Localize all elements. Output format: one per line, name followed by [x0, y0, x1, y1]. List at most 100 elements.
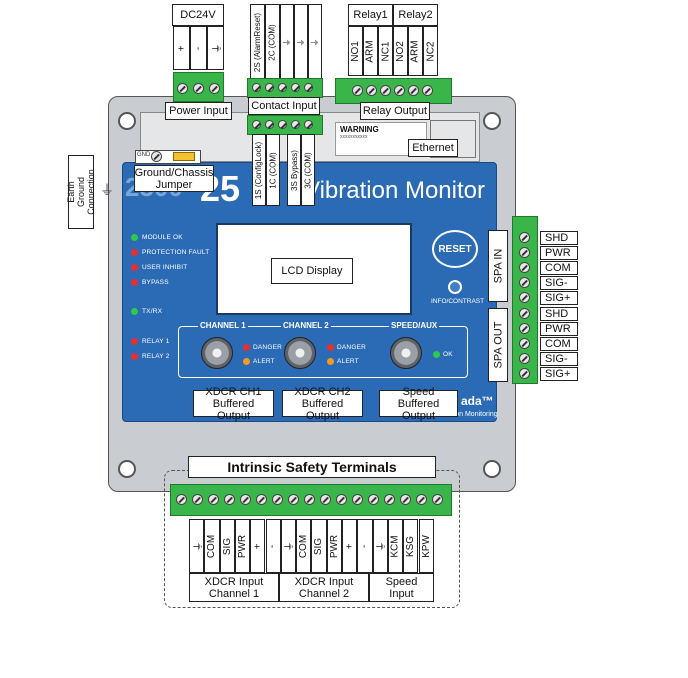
contact-screw-top-5[interactable]: [304, 83, 313, 92]
mount-hole-top-left: [118, 112, 136, 130]
power-screw-1[interactable]: [177, 83, 188, 94]
led-ch2-danger: [327, 344, 334, 351]
intrinsic-terminal-4: PWR: [234, 519, 251, 573]
spa-signal-sigminus-1: SIG-: [540, 276, 578, 290]
warning-title: WARNING: [340, 125, 379, 134]
contact-screw-top-4[interactable]: [291, 83, 300, 92]
intrinsic-screw-6[interactable]: [256, 494, 267, 505]
reset-button[interactable]: RESET: [432, 230, 478, 268]
reset-label: RESET: [438, 243, 472, 255]
intrinsic-terminal-11: +: [342, 519, 358, 573]
intrinsic-screw-15[interactable]: [400, 494, 411, 505]
intrinsic-screw-17[interactable]: [432, 494, 443, 505]
relay-screw-1[interactable]: [352, 85, 363, 96]
relay-terminal-nc2: NC2: [423, 26, 438, 76]
contact-screw-top-3[interactable]: [278, 83, 287, 92]
spa-screw-8[interactable]: [519, 338, 530, 349]
mount-hole-bottom-right: [483, 460, 501, 478]
relay-terminal-arm1: ARM: [363, 26, 378, 76]
intrinsic-screw-11[interactable]: [336, 494, 347, 505]
intrinsic-screw-10[interactable]: [320, 494, 331, 505]
intrinsic-screw-2[interactable]: [192, 494, 203, 505]
intrinsic-screw-9[interactable]: [304, 494, 315, 505]
contact-terminal-gnd-3: ⏚: [308, 4, 322, 80]
relay-output-label: Relay Output: [360, 102, 430, 120]
intrinsic-screw-14[interactable]: [384, 494, 395, 505]
spa-screw-6[interactable]: [519, 308, 530, 319]
intrinsic-screw-12[interactable]: [352, 494, 363, 505]
spa-signal-shd-2: SHD: [540, 307, 578, 321]
contact-terminal-3c: 3C (COM): [301, 134, 315, 206]
relay1-header: Relay1: [348, 4, 393, 26]
intrinsic-screw-3[interactable]: [208, 494, 219, 505]
spa-screw-7[interactable]: [519, 323, 530, 334]
spa-screw-3[interactable]: [519, 262, 530, 273]
buffered-output-ch2: XDCR CH2 Buffered Output: [282, 386, 363, 422]
bnc-connector-speed[interactable]: [390, 337, 422, 369]
info-contrast-label: INFO/CONTRAST: [431, 298, 485, 305]
bnc-connector-ch2[interactable]: [284, 337, 316, 369]
led-label-txrx: TX/RX: [142, 308, 163, 315]
contact-terminal-3s: 3S Bypass): [287, 134, 301, 206]
group-label-channel-2: XDCR Input Channel 2: [279, 573, 369, 602]
intrinsic-screw-4[interactable]: [224, 494, 235, 505]
spa-signal-com-1: COM: [540, 261, 578, 275]
led-txrx: [131, 308, 138, 315]
bnc-connector-ch1[interactable]: [201, 337, 233, 369]
spa-screw-1[interactable]: [519, 232, 530, 243]
intrinsic-terminal-3: SIG: [219, 519, 235, 573]
relay-screw-3[interactable]: [380, 85, 391, 96]
contact-screw-bottom-4[interactable]: [291, 120, 300, 129]
jumper-screw[interactable]: [151, 151, 162, 162]
contact-screw-bottom-1[interactable]: [252, 120, 261, 129]
power-screw-3[interactable]: [209, 83, 220, 94]
intrinsic-screw-8[interactable]: [288, 494, 299, 505]
buffered-output-ch1: XDCR CH1 Buffered Output: [193, 386, 274, 422]
speed-ok-label: OK: [443, 351, 453, 358]
spa-screw-2[interactable]: [519, 247, 530, 258]
ethernet-label: Ethernet: [408, 139, 458, 157]
contact-screw-bottom-2[interactable]: [265, 120, 274, 129]
contact-screw-top-1[interactable]: [252, 83, 261, 92]
intrinsic-screw-1[interactable]: [176, 494, 187, 505]
led-ch1-danger: [243, 344, 250, 351]
group-label-speed: Speed Input: [369, 573, 434, 602]
intrinsic-title: Intrinsic Safety Terminals: [188, 456, 436, 478]
channel-1-title: CHANNEL 1: [198, 321, 248, 330]
ch2-alert-label: ALERT: [337, 358, 359, 365]
intrinsic-terminal-1: ⏚: [189, 519, 205, 573]
spa-screw-5[interactable]: [519, 292, 530, 303]
intrinsic-terminal-2: COM: [204, 519, 220, 573]
brand-text: ada™: [461, 394, 494, 408]
mount-hole-top-right: [483, 112, 501, 130]
relay-terminal-arm2: ARM: [408, 26, 423, 76]
contact-screw-bottom-3[interactable]: [278, 120, 287, 129]
spa-screw-9[interactable]: [519, 353, 530, 364]
info-contrast-button[interactable]: [448, 280, 462, 294]
intrinsic-terminal-7: ⏚: [280, 519, 297, 573]
relay-screw-5[interactable]: [408, 85, 419, 96]
relay-screw-4[interactable]: [394, 85, 405, 96]
ch1-danger-label: DANGER: [253, 344, 283, 351]
contact-screw-top-2[interactable]: [265, 83, 274, 92]
contact-screw-bottom-5[interactable]: [304, 120, 313, 129]
intrinsic-screw-13[interactable]: [368, 494, 379, 505]
relay-screw-2[interactable]: [366, 85, 377, 96]
intrinsic-screw-7[interactable]: [272, 494, 283, 505]
relay2-header: Relay2: [393, 4, 438, 26]
spa-screw-4[interactable]: [519, 277, 530, 288]
intrinsic-screw-5[interactable]: [240, 494, 251, 505]
led-relay-2: [131, 353, 138, 360]
contact-terminal-2s: 2S (AlarmReset): [250, 4, 265, 80]
jumper-block[interactable]: [173, 152, 195, 161]
led-label-bypass: BYPASS: [142, 279, 169, 286]
led-relay-1: [131, 338, 138, 345]
power-screw-2[interactable]: [193, 83, 204, 94]
intrinsic-screw-16[interactable]: [416, 494, 427, 505]
led-ch2-alert: [327, 358, 334, 365]
intrinsic-terminal-8: COM: [296, 519, 312, 573]
buffered-output-speed: Speed Buffered Output: [379, 386, 458, 422]
relay-screw-6[interactable]: [422, 85, 433, 96]
spa-screw-10[interactable]: [519, 368, 530, 379]
contact-input-label: Contact Input: [248, 97, 320, 115]
